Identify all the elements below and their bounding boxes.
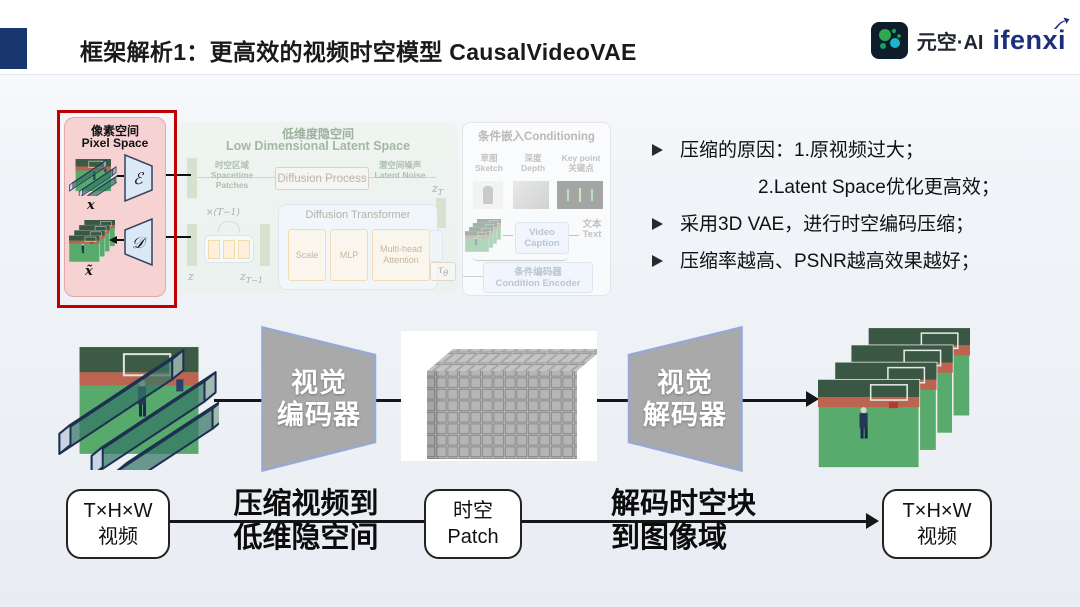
text-label: 文本 Text bbox=[582, 219, 602, 240]
latent-cube-grid bbox=[401, 331, 597, 461]
input-x-label: x bbox=[87, 198, 95, 213]
output-video-box: T×H×W 视频 bbox=[882, 489, 992, 559]
latent-title-cn: 低维度隐空间 bbox=[281, 127, 354, 141]
latent-noise-label: 潜空间噪声 Latent Noise bbox=[369, 160, 431, 180]
tau-box: τθ bbox=[430, 262, 456, 281]
header: 框架解析1：更高效的视频时空模型 CausalVideoVAE 元空·AI if… bbox=[0, 0, 1080, 75]
bullet-arrow-icon bbox=[652, 218, 663, 230]
pixel-space-highlight-box bbox=[57, 110, 177, 308]
bullet-item: 2.Latent Space优化更高效； bbox=[758, 177, 1000, 198]
output-x-label: x̃ bbox=[85, 264, 93, 279]
spacetime-patch-box: 时空 Patch bbox=[424, 489, 522, 559]
spacetime-patches-en: Spacetime Patches bbox=[210, 170, 254, 190]
latent-bar bbox=[187, 158, 197, 198]
bottom-line-right bbox=[516, 520, 868, 523]
condition-video-thumbnail bbox=[465, 219, 501, 252]
ifenxi-brand-text: ifenxi bbox=[992, 25, 1066, 55]
latent-bar bbox=[187, 224, 197, 266]
depth-thumbnail bbox=[513, 181, 549, 209]
latent-bar bbox=[260, 224, 270, 266]
diffusion-transformer-panel: Diffusion Transformer Scale MLP Multi-he… bbox=[278, 204, 438, 290]
bottom-line-left bbox=[164, 520, 424, 523]
architecture-diagram: 像素空间 Pixel Space ℰ x 𝒟 x̃ 低维度隐空间 Low Dim… bbox=[55, 108, 611, 308]
bottom-arrowhead bbox=[866, 513, 879, 529]
latent-bar bbox=[436, 198, 446, 228]
latent-token bbox=[238, 239, 250, 259]
encoder-trapezoid: ℰ bbox=[124, 154, 153, 202]
diffusion-process-box: Diffusion Process bbox=[275, 167, 369, 190]
bullet-arrow-icon bbox=[652, 144, 663, 156]
sketch-label: 草图 Sketch bbox=[475, 153, 503, 173]
dit-mlp-box: MLP bbox=[330, 229, 368, 281]
visual-decoder-label: 视觉 解码器 bbox=[643, 368, 727, 430]
decoder-trapezoid: 𝒟 bbox=[124, 218, 153, 266]
latent-token bbox=[223, 239, 235, 259]
keypoint-thumbnail bbox=[557, 181, 603, 209]
conditioning-panel: 条件嵌入Conditioning 草图 Sketch 深度 Depth Key … bbox=[462, 122, 611, 296]
visual-encoder-trapezoid bbox=[261, 326, 377, 472]
tau-label: τθ bbox=[437, 265, 449, 278]
input-video-3d-block bbox=[58, 346, 219, 470]
keypoint-label: Key point 关键点 bbox=[561, 153, 601, 173]
loop-arc bbox=[218, 221, 240, 233]
bullet-item: 压缩率越高、PSNR越高效果越好； bbox=[650, 250, 1074, 274]
sketch-thumbnail bbox=[473, 181, 503, 209]
dit-scale-box: Scale bbox=[288, 229, 326, 281]
dit-title: Diffusion Transformer bbox=[305, 209, 411, 221]
bullet-item: 压缩的原因：1.原视频过大； bbox=[650, 139, 1074, 163]
bullet-list: 压缩的原因：1.原视频过大； 2.Latent Space优化更高效； 采用3D… bbox=[650, 139, 1074, 287]
ifenxi-brand: ifenxi bbox=[992, 17, 1070, 56]
title-accent-block bbox=[0, 28, 27, 69]
pixel-space-panel: 像素空间 Pixel Space ℰ x 𝒟 x̃ bbox=[64, 117, 166, 297]
output-video-frames bbox=[818, 328, 970, 468]
cond-brace bbox=[471, 254, 569, 261]
decoder-output-arrowhead bbox=[109, 236, 117, 244]
cond-arrow-line bbox=[503, 235, 513, 236]
visual-encoder-label: 视觉 编码器 bbox=[277, 368, 361, 430]
z-t1-label: zT−1 bbox=[240, 270, 263, 286]
cond-encoder-input-line bbox=[463, 276, 483, 277]
step2-label: 解码时空块 到图像域 bbox=[611, 488, 757, 554]
z-label: z bbox=[188, 270, 194, 283]
pixel-space-title-en: Pixel Space bbox=[81, 136, 149, 150]
encoder-latent-connector bbox=[164, 174, 191, 176]
latent-noise-cn: 潜空间噪声 bbox=[378, 160, 422, 170]
latent-space-panel: 低维度隐空间 Low Dimensional Latent Space 时空区域… bbox=[178, 122, 458, 294]
latent-title-en: Low Dimensional Latent Space bbox=[225, 139, 411, 153]
yuankong-ai-logo-text: 元空·AI bbox=[916, 32, 984, 54]
logo-group: 元空·AI ifenxi bbox=[870, 17, 1070, 59]
input-video-box: T×H×W 视频 bbox=[66, 489, 170, 559]
dit-mha-box: Multi-head Attention bbox=[372, 229, 430, 281]
conditioning-title: 条件嵌入Conditioning bbox=[478, 131, 595, 143]
page-title: 框架解析1：更高效的视频时空模型 CausalVideoVAE bbox=[80, 39, 637, 65]
condition-encoder-box: 条件编码器 Condition Encoder bbox=[483, 262, 593, 293]
bullet-arrow-icon bbox=[652, 255, 663, 267]
latent-decoder-connector bbox=[164, 236, 191, 238]
spacetime-patches-cn: 时空区域 bbox=[214, 160, 249, 170]
bullet-item: 采用3D VAE，进行时空编码压缩； bbox=[650, 213, 1074, 237]
cond-arrow-line bbox=[569, 235, 579, 236]
latent-sequence-box bbox=[204, 235, 254, 263]
decoder-symbol: 𝒟 bbox=[132, 233, 148, 252]
loop-count-label: ×(T−1) bbox=[206, 208, 240, 218]
encoder-symbol: ℰ bbox=[133, 169, 145, 188]
depth-label: 深度 Depth bbox=[520, 153, 546, 173]
yuankong-ai-icon bbox=[870, 22, 908, 59]
input-video-thumbnail bbox=[69, 158, 117, 196]
latent-side-bar bbox=[429, 230, 443, 262]
pixel-space-title-cn: 像素空间 bbox=[90, 124, 139, 138]
step1-label: 压缩视频到 低维隐空间 bbox=[233, 488, 379, 554]
spacetime-patches-label: 时空区域 Spacetime Patches bbox=[198, 160, 266, 190]
decoder-output-line bbox=[117, 239, 124, 241]
video-caption-box: Video Caption bbox=[515, 222, 569, 254]
z-t-label: zT bbox=[432, 182, 444, 198]
ifenxi-arrow-icon bbox=[1054, 17, 1070, 29]
latent-noise-en: Latent Noise bbox=[374, 170, 426, 180]
latent-token bbox=[208, 239, 220, 259]
pipeline-arrowhead bbox=[806, 391, 819, 407]
encoder-input-line bbox=[117, 175, 124, 177]
visual-decoder-trapezoid bbox=[627, 326, 743, 472]
